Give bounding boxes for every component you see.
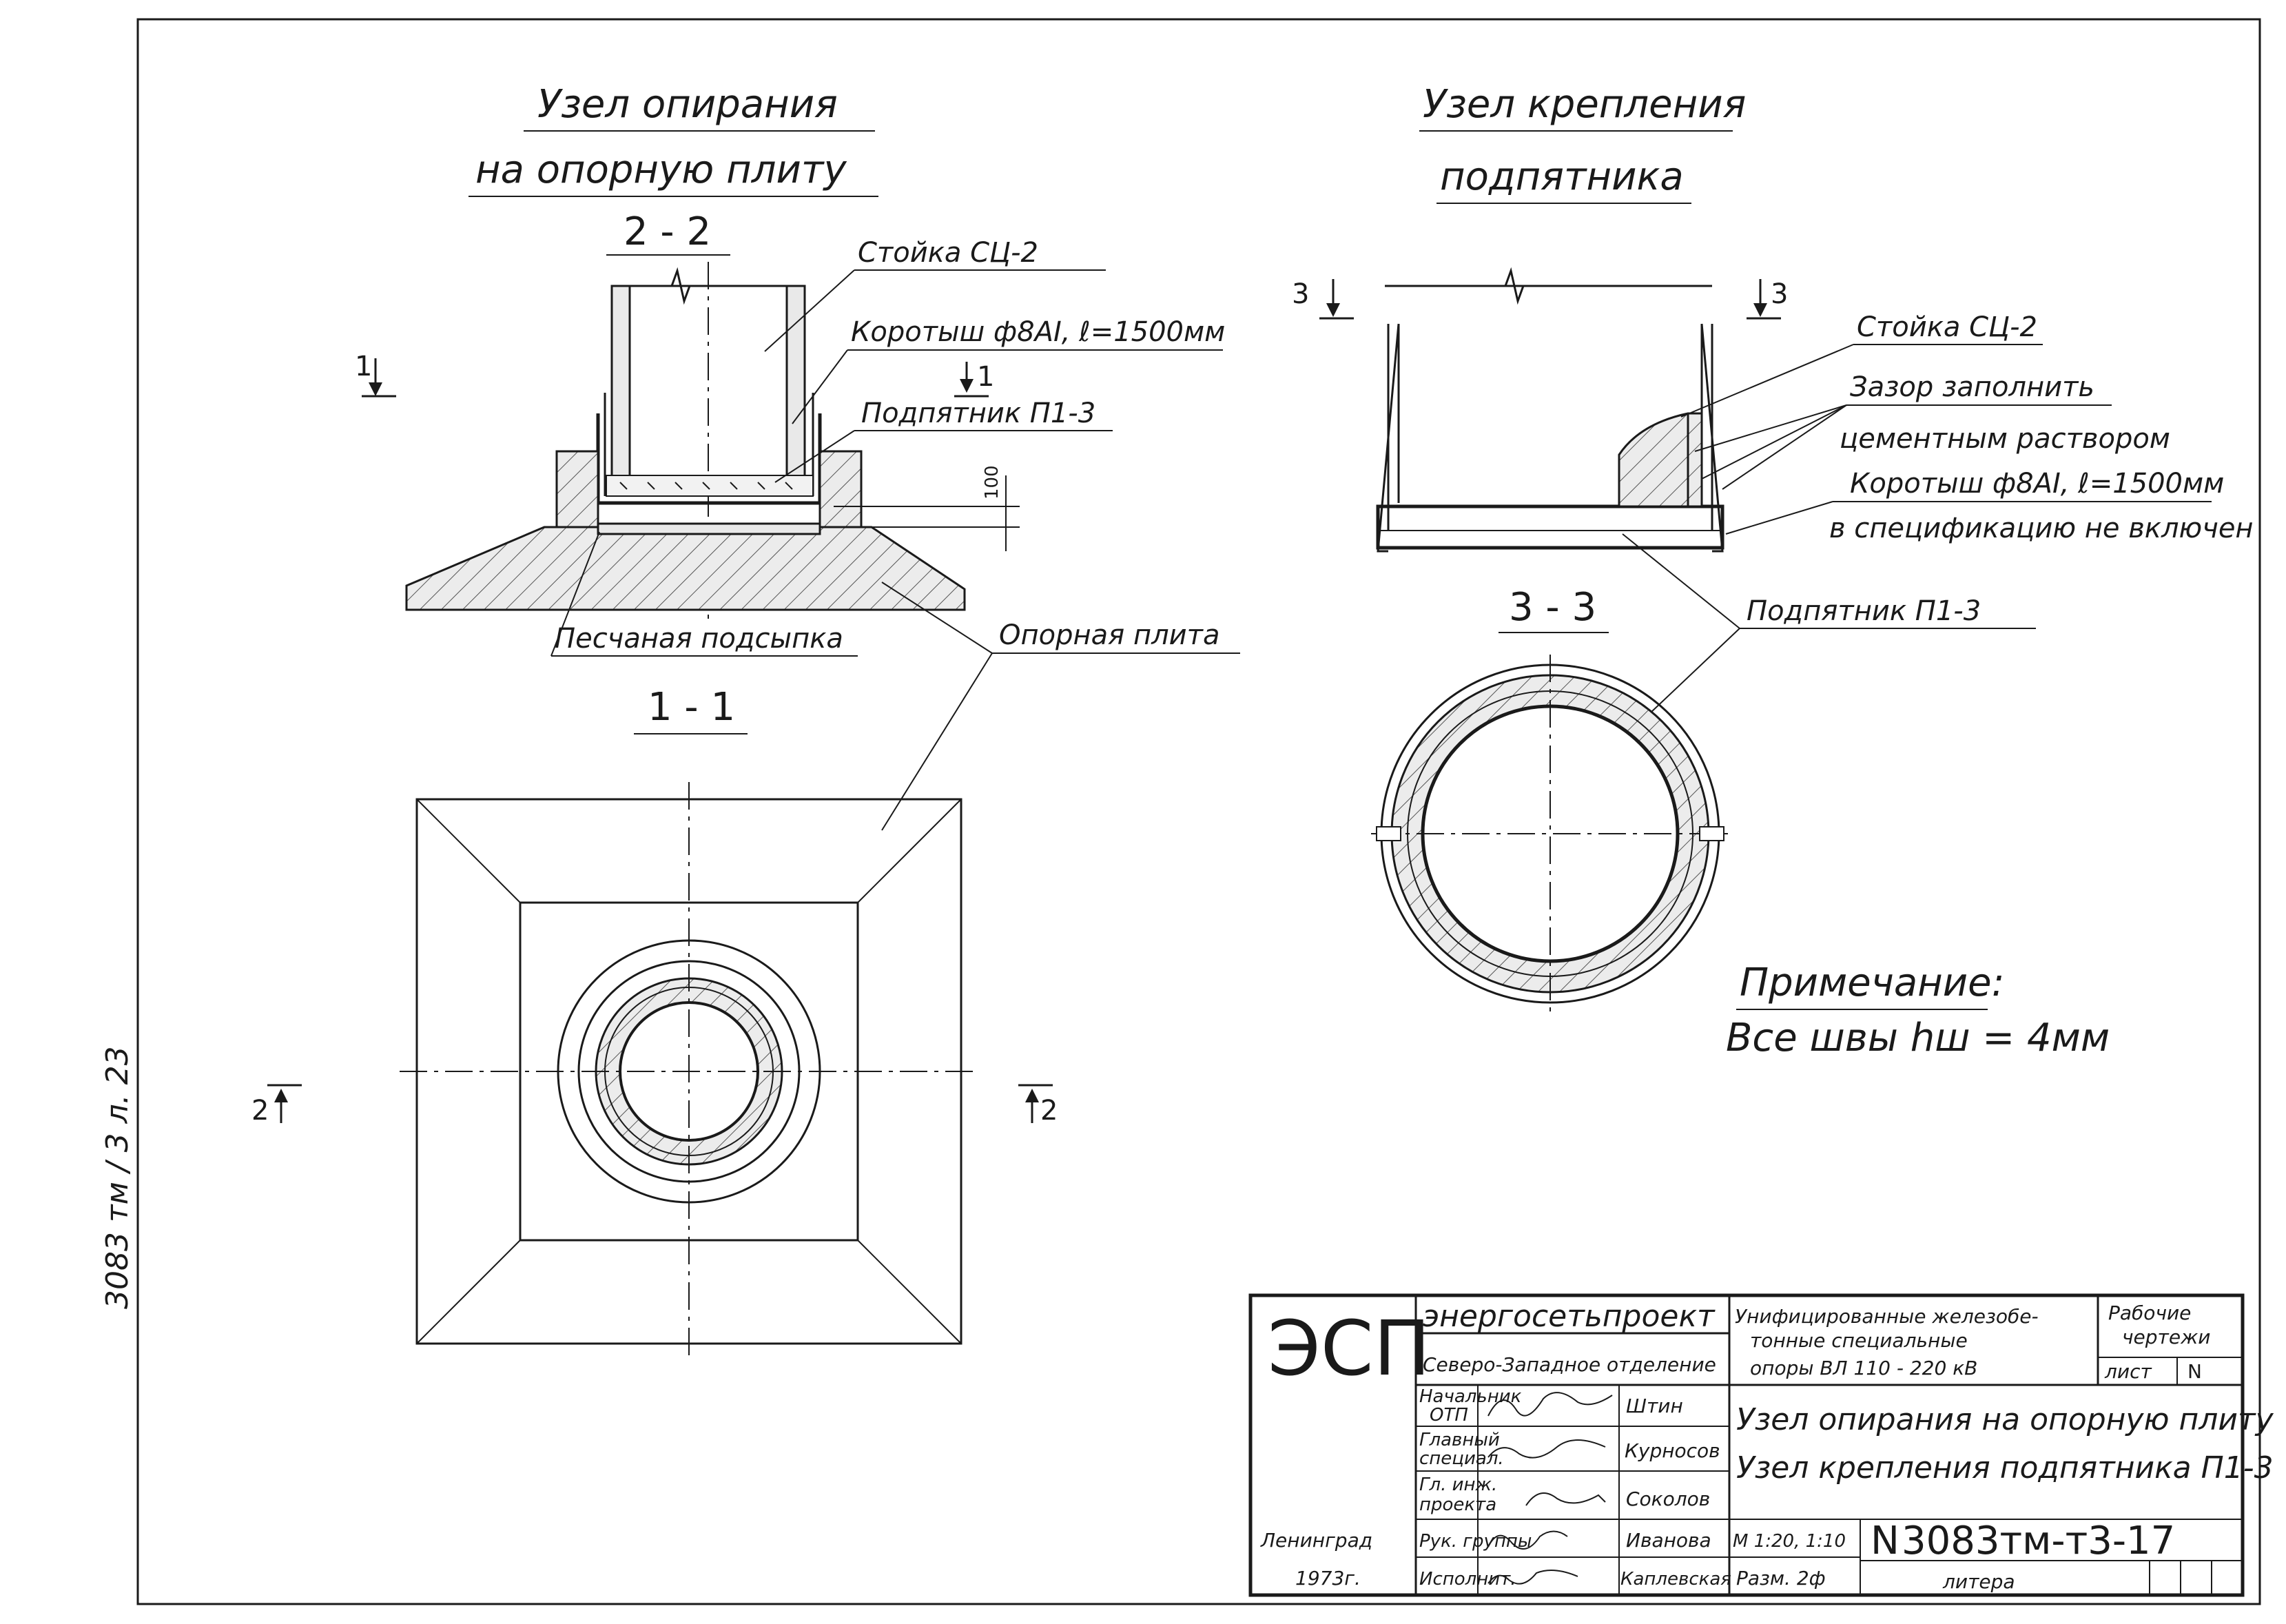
stage-line1: Рабочие bbox=[2108, 1302, 2191, 1324]
left-title-line2: на опорную плиту bbox=[475, 147, 847, 192]
year-text: 1973г. bbox=[1295, 1567, 1361, 1590]
callout-stoika-left: Стойка СЦ-2 bbox=[858, 237, 1038, 269]
size-text: Разм. 2ф bbox=[1736, 1567, 1826, 1590]
sand-bedding bbox=[597, 522, 821, 535]
doc-number: 3083тм-т3-17 bbox=[1902, 1519, 2175, 1563]
right-view: Узел крепления подпятника 3 3 Стойка СЦ-… bbox=[1292, 82, 2254, 1060]
title-logo-esp: ЭСП bbox=[1268, 1304, 1430, 1392]
mortar-gap-fill bbox=[1618, 412, 1703, 508]
drawing-title-line2: Узел крепления подпятника П1-3 bbox=[1736, 1450, 2274, 1486]
ring-section-3-3 bbox=[1371, 655, 1729, 1013]
name-2: Курносов bbox=[1625, 1439, 1720, 1462]
section-label-1-1: 1 - 1 bbox=[648, 685, 735, 730]
role-3-b: проекта bbox=[1419, 1494, 1496, 1515]
callout-not-included: в спецификацию не включен bbox=[1829, 513, 2254, 544]
section-mark-1-left: 1 bbox=[355, 351, 372, 382]
callout-podpyatnik-right: Подпятник П1-3 bbox=[1747, 595, 1981, 627]
drawing-title-line1: Узел опирания на опорную плиту bbox=[1736, 1402, 2274, 1437]
callout-korotysh-left: Коротыш ф8АI, ℓ=1500мм bbox=[851, 316, 1225, 348]
callout-stoika-right: Стойка СЦ-2 bbox=[1857, 311, 2037, 343]
section-mark-3-right: 3 bbox=[1771, 278, 1788, 310]
podpyatnik-base-plate bbox=[1376, 504, 1724, 550]
name-5: Каплевская bbox=[1620, 1569, 1731, 1590]
note-heading: Примечание: bbox=[1740, 960, 2004, 1005]
callout-korotysh-right: Коротыш ф8АI, ℓ=1500мм bbox=[1850, 468, 2224, 500]
section-mark-1-mid: 1 bbox=[977, 361, 994, 393]
left-view: Узел опирания на опорную плиту 2 - 2 1 bbox=[355, 82, 1240, 831]
stage-line2: чертежи bbox=[2122, 1326, 2211, 1348]
title-org-name: энергосетьпроект bbox=[1423, 1299, 1716, 1334]
doc-prefix: N bbox=[1871, 1519, 1899, 1563]
right-title-line2: подпятника bbox=[1440, 154, 1684, 199]
plan-view-1-1: 1 - 1 2 2 bbox=[251, 685, 1058, 1361]
section-mark-2-right: 2 bbox=[1040, 1095, 1058, 1127]
project-line1: Унифицированные железобе- bbox=[1735, 1305, 2039, 1328]
scale-text: М 1:20, 1:10 bbox=[1733, 1531, 1846, 1552]
dimension-100: 100 bbox=[982, 465, 1002, 500]
left-title-line1: Узел опирания bbox=[537, 82, 838, 127]
support-plate-section bbox=[405, 526, 966, 611]
right-title-line1: Узел крепления bbox=[1423, 82, 1746, 127]
callout-sand-bedding: Песчаная подсыпка bbox=[555, 623, 843, 655]
section-mark-2-left: 2 bbox=[251, 1095, 269, 1127]
section-label-2-2: 2 - 2 bbox=[624, 209, 711, 254]
role-2-a: Главный bbox=[1419, 1430, 1500, 1450]
callout-support-plate: Опорная плита bbox=[999, 619, 1219, 651]
callout-gap-line1: Зазор заполнить bbox=[1850, 371, 2094, 403]
sheet-label: лист bbox=[2104, 1360, 2152, 1383]
section-mark-3-left: 3 bbox=[1292, 278, 1309, 310]
callout-gap-line2: цементным раствором bbox=[1840, 423, 2170, 455]
sheet-frame bbox=[136, 18, 2261, 1605]
podpyatnik-cup bbox=[596, 393, 822, 505]
project-line2: тонные специальные bbox=[1750, 1329, 1968, 1352]
sheet-value: N bbox=[2187, 1360, 2202, 1383]
role-2-b: специал. bbox=[1419, 1448, 1504, 1469]
title-branch: Северо-Западное отделение bbox=[1423, 1353, 1716, 1376]
note-text: Все швы hш = 4мм bbox=[1726, 1016, 2110, 1060]
section-label-3-3: 3 - 3 bbox=[1509, 585, 1596, 630]
margin-archive-number: 3083 тм / 3 л. 23 bbox=[100, 1046, 135, 1309]
name-4: Иванова bbox=[1626, 1529, 1711, 1552]
role-1-b: ОТП bbox=[1430, 1405, 1468, 1426]
project-line3: опоры ВЛ 110 - 220 кВ bbox=[1750, 1357, 1977, 1379]
name-3: Соколов bbox=[1626, 1488, 1710, 1510]
city-text: Ленинград bbox=[1260, 1529, 1372, 1552]
litera-label: литера bbox=[1942, 1570, 2015, 1593]
role-5-a: Исполнит. bbox=[1419, 1569, 1516, 1590]
role-4-a: Рук. группы bbox=[1419, 1531, 1532, 1552]
title-block: ЭСП энергосетьпроект Северо-Западное отд… bbox=[1248, 1293, 2274, 1597]
role-3-a: Гл. инж. bbox=[1419, 1474, 1497, 1495]
role-1-a: Начальник bbox=[1419, 1386, 1522, 1407]
callout-podpyatnik-left: Подпятник П1-3 bbox=[861, 398, 1095, 429]
name-1: Штин bbox=[1626, 1395, 1683, 1417]
